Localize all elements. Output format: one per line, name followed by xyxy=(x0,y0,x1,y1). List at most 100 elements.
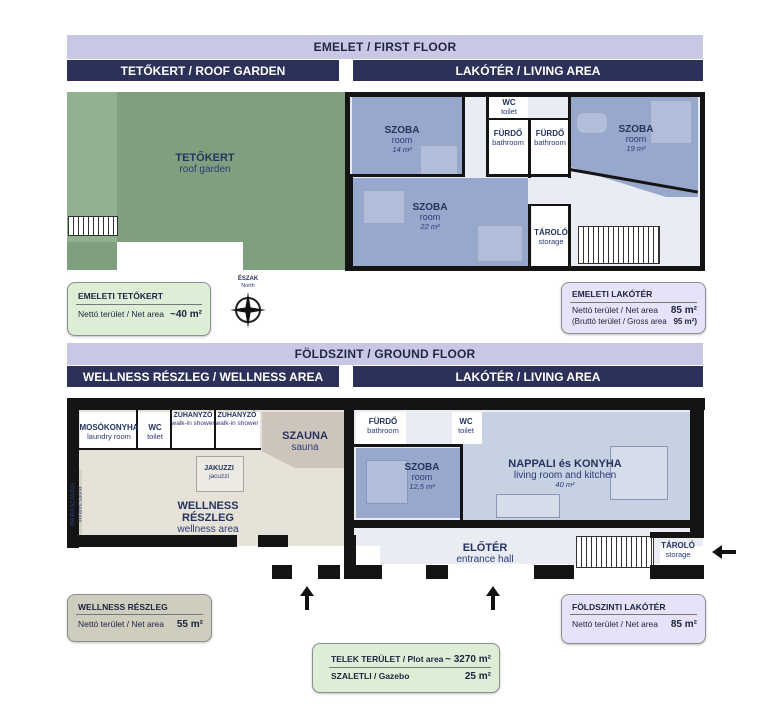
pillar-6 xyxy=(356,565,382,579)
gwall-storage-top xyxy=(650,532,704,538)
label-room-19: SZOBA room 19 m² xyxy=(618,124,654,153)
room-14 xyxy=(352,97,462,175)
wc-ground-b-area xyxy=(452,412,482,444)
pillar-3 xyxy=(344,535,356,579)
wall-int-9 xyxy=(568,204,571,268)
info-plot-separator xyxy=(329,667,491,668)
pillar-5 xyxy=(534,565,574,579)
wall-int-2 xyxy=(350,174,462,177)
label-room-12-5: SZOBA room 12,5 m² xyxy=(404,462,440,491)
first-floor-title: EMELET / FIRST FLOOR xyxy=(313,40,457,54)
dining-table xyxy=(610,446,668,500)
gwall-bottom-left xyxy=(67,535,237,547)
gwall-room-side xyxy=(460,444,463,522)
label-roof-garden: TETŐKERT roof garden xyxy=(175,152,235,176)
label-infrasauna: INFRASZAUNA infrared sauna xyxy=(70,482,84,526)
label-bath-ground: FÜRDŐ bathroom xyxy=(367,417,399,435)
wall-int-8 xyxy=(528,204,531,268)
gwall-bottom-mid xyxy=(258,535,288,547)
info-ground-living: FÖLDSZINTI LAKÓTÉR Nettó terület / Net a… xyxy=(561,594,706,644)
living-area-header-bottom: LAKÓTÉR / LIVING AREA xyxy=(353,366,703,387)
label-bath-b: FÜRDŐ bathroom xyxy=(534,129,566,147)
label-storage-top: TÁROLÓ storage xyxy=(534,228,568,246)
info-roof-garden-area-row: Nettó terület / Net area~40 m² xyxy=(78,309,202,320)
wall-int-11 xyxy=(350,176,353,266)
gwall-wc xyxy=(170,410,172,450)
bath-a-area xyxy=(488,120,528,175)
room-22 xyxy=(352,178,528,266)
wall-right xyxy=(700,92,705,271)
label-wc-ground-b: WC toilet xyxy=(458,417,474,435)
gwall-room-top xyxy=(354,444,462,447)
wall-int-3 xyxy=(486,92,489,177)
bed-b xyxy=(363,190,405,224)
garden-notch xyxy=(117,242,243,270)
lower-stairs xyxy=(576,536,654,568)
gwall-top xyxy=(67,398,705,410)
wall-int-1 xyxy=(462,92,465,177)
info-plot-row: TELEK TERÜLET / Plot area~ 3270 m² xyxy=(331,654,491,665)
shower-b-area xyxy=(216,412,260,448)
label-hall: ELŐTÉR entrance hall xyxy=(456,542,514,566)
wall-int-10 xyxy=(528,204,570,206)
roof-garden-header: TETŐKERT / ROOF GARDEN xyxy=(67,60,339,81)
label-shower-b: ZUHANYZÓ walk-in shower xyxy=(215,412,259,427)
info-wellness-separator xyxy=(76,614,203,615)
wall-int-5 xyxy=(568,92,571,178)
info-roof-garden: EMELETI TETŐKERT Nettó terület / Net are… xyxy=(67,282,211,336)
label-storage-ground: TÁROLÓ storage xyxy=(661,541,695,559)
info-ground-separator xyxy=(570,614,697,615)
ground-floor-header: FÖLDSZINT / GROUND FLOOR xyxy=(67,343,703,365)
compass-label: ÉSZAK North xyxy=(237,276,259,289)
label-laundry: MOSÓKONYHA laundry room xyxy=(79,423,139,441)
pillar-1 xyxy=(272,565,292,579)
label-room-22: SZOBA room 22 m² xyxy=(412,202,448,231)
shower-a-area xyxy=(172,412,214,448)
jacuzzi-tub xyxy=(196,456,244,492)
wall-int-4 xyxy=(528,118,531,178)
label-living-kitchen: NAPPALI és KONYHA living room and kitche… xyxy=(508,458,622,490)
bed-ground xyxy=(366,460,408,504)
bath-b-area xyxy=(530,120,568,175)
gwall-living-bottom xyxy=(354,520,694,528)
label-wc-ground-a: WC toilet xyxy=(147,423,163,441)
gwall-shower xyxy=(214,410,216,450)
gwall-wet-row xyxy=(79,448,261,450)
garden-stairs xyxy=(68,216,118,236)
info-roof-garden-title-row: EMELETI TETŐKERT xyxy=(78,291,163,301)
compass: ÉSZAK North xyxy=(226,276,270,330)
gwall-right xyxy=(690,398,704,532)
living-kitchen-area xyxy=(462,412,690,520)
ground-floor-title: FÖLDSZINT / GROUND FLOOR xyxy=(294,347,476,361)
first-floor-header: EMELET / FIRST FLOOR xyxy=(67,35,703,59)
info-plot: TELEK TERÜLET / Plot area~ 3270 m² SZALE… xyxy=(312,643,500,693)
pillar-7 xyxy=(650,565,704,579)
info-upper-living: EMELETI LAKÓTÉR Nettó terület / Net area… xyxy=(561,282,706,334)
info-wellness: WELLNESS RÉSZLEG Nettó terület / Net are… xyxy=(67,594,212,642)
living-area-title-bottom: LAKÓTÉR / LIVING AREA xyxy=(455,369,601,384)
gwall-laundry xyxy=(136,410,138,450)
entrance-arrow-icon xyxy=(486,586,500,610)
entrance-arrow-icon xyxy=(712,545,736,559)
pillar-4 xyxy=(426,565,448,579)
gwall-left xyxy=(67,398,79,548)
laundry-area xyxy=(80,412,136,448)
wellness-title: WELLNESS RÉSZLEG / WELLNESS AREA xyxy=(82,369,324,384)
roof-garden-title: TETŐKERT / ROOF GARDEN xyxy=(120,63,286,78)
label-sauna: SZAUNA sauna xyxy=(282,430,328,454)
wall-left xyxy=(345,92,350,271)
wall-int-6 xyxy=(486,118,570,120)
wall-top xyxy=(345,92,705,97)
compass-rose-icon xyxy=(230,292,266,328)
wc-area xyxy=(488,97,528,119)
wardrobe-b xyxy=(477,225,523,262)
living-area-header-top: LAKÓTÉR / LIVING AREA xyxy=(353,60,703,81)
living-area-title-top: LAKÓTÉR / LIVING AREA xyxy=(455,63,601,78)
label-jacuzzi: JAKUZZI jacuzzi xyxy=(204,465,234,480)
wc-ground-a-area xyxy=(138,412,170,448)
bathtub xyxy=(576,112,608,134)
